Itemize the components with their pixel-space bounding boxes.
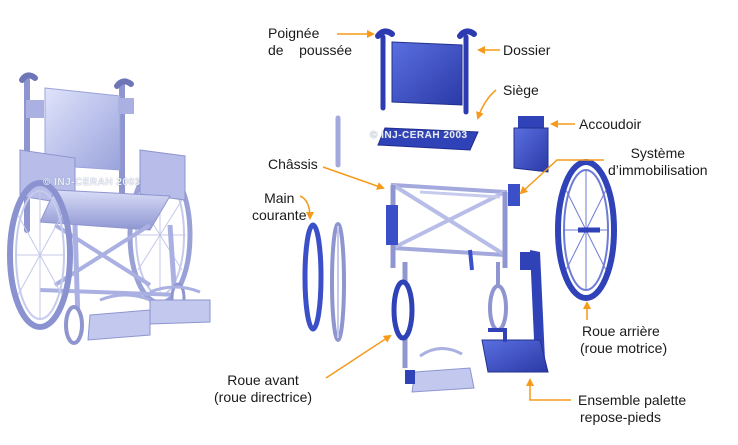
label-siege: Siège bbox=[503, 82, 539, 99]
label-ensemble-line1: Ensemble palette bbox=[578, 392, 686, 409]
label-main-line2: courante bbox=[252, 207, 306, 224]
label-roue-arriere-line1: Roue arrière bbox=[580, 323, 667, 340]
label-roue-arriere: Roue arrière (roue motrice) bbox=[580, 323, 667, 357]
label-roue-arriere-line2: (roue motrice) bbox=[580, 340, 667, 357]
label-chassis: Châssis bbox=[268, 156, 318, 173]
label-dossier: Dossier bbox=[503, 42, 550, 59]
part-rear-wheel-side bbox=[332, 224, 344, 340]
part-footrest-left bbox=[405, 348, 474, 392]
part-caster bbox=[490, 262, 506, 330]
label-systeme: Système d’immobilisation bbox=[608, 145, 708, 179]
part-backrest bbox=[378, 31, 474, 112]
label-ensemble-line2: repose-pieds bbox=[578, 409, 686, 426]
label-roue-avant-line1: Roue avant bbox=[214, 372, 312, 389]
assembled-footrest-left bbox=[88, 310, 150, 340]
part-hand-rim bbox=[305, 225, 321, 329]
arrow-siege bbox=[478, 90, 496, 118]
part-brake bbox=[508, 184, 520, 206]
assembled-rear-wheel-near bbox=[10, 183, 70, 327]
arrow-ensemble bbox=[530, 380, 571, 400]
label-systeme-line2: d’immobilisation bbox=[608, 162, 708, 179]
label-main-line1: Main bbox=[252, 190, 306, 207]
part-chassis bbox=[386, 185, 505, 270]
arrow-chassis bbox=[323, 167, 383, 188]
label-systeme-line1: Système bbox=[608, 145, 708, 162]
assembled-wheelchair bbox=[10, 75, 210, 343]
label-accoudoir: Accoudoir bbox=[579, 116, 641, 133]
watermark-left: © INJ-CERAH 2003 bbox=[43, 177, 141, 188]
arrow-roue-avant bbox=[326, 336, 390, 378]
label-poignee-line2: de poussée bbox=[268, 42, 352, 59]
label-roue-avant: Roue avant (roue directrice) bbox=[214, 372, 312, 406]
label-poignee-line1: Poignée bbox=[268, 25, 352, 42]
label-poignee: Poignée de poussée bbox=[268, 25, 352, 59]
assembled-footrest-right bbox=[150, 300, 210, 324]
part-rear-wheel bbox=[558, 162, 614, 298]
label-ensemble: Ensemble palette repose-pieds bbox=[578, 392, 686, 426]
part-armrest bbox=[514, 116, 548, 172]
label-main-courante: Main courante bbox=[252, 190, 306, 224]
label-roue-avant-line2: (roue directrice) bbox=[214, 389, 312, 406]
watermark-right: © INJ-CERAH 2003 bbox=[370, 130, 468, 141]
part-front-wheel bbox=[394, 262, 412, 368]
